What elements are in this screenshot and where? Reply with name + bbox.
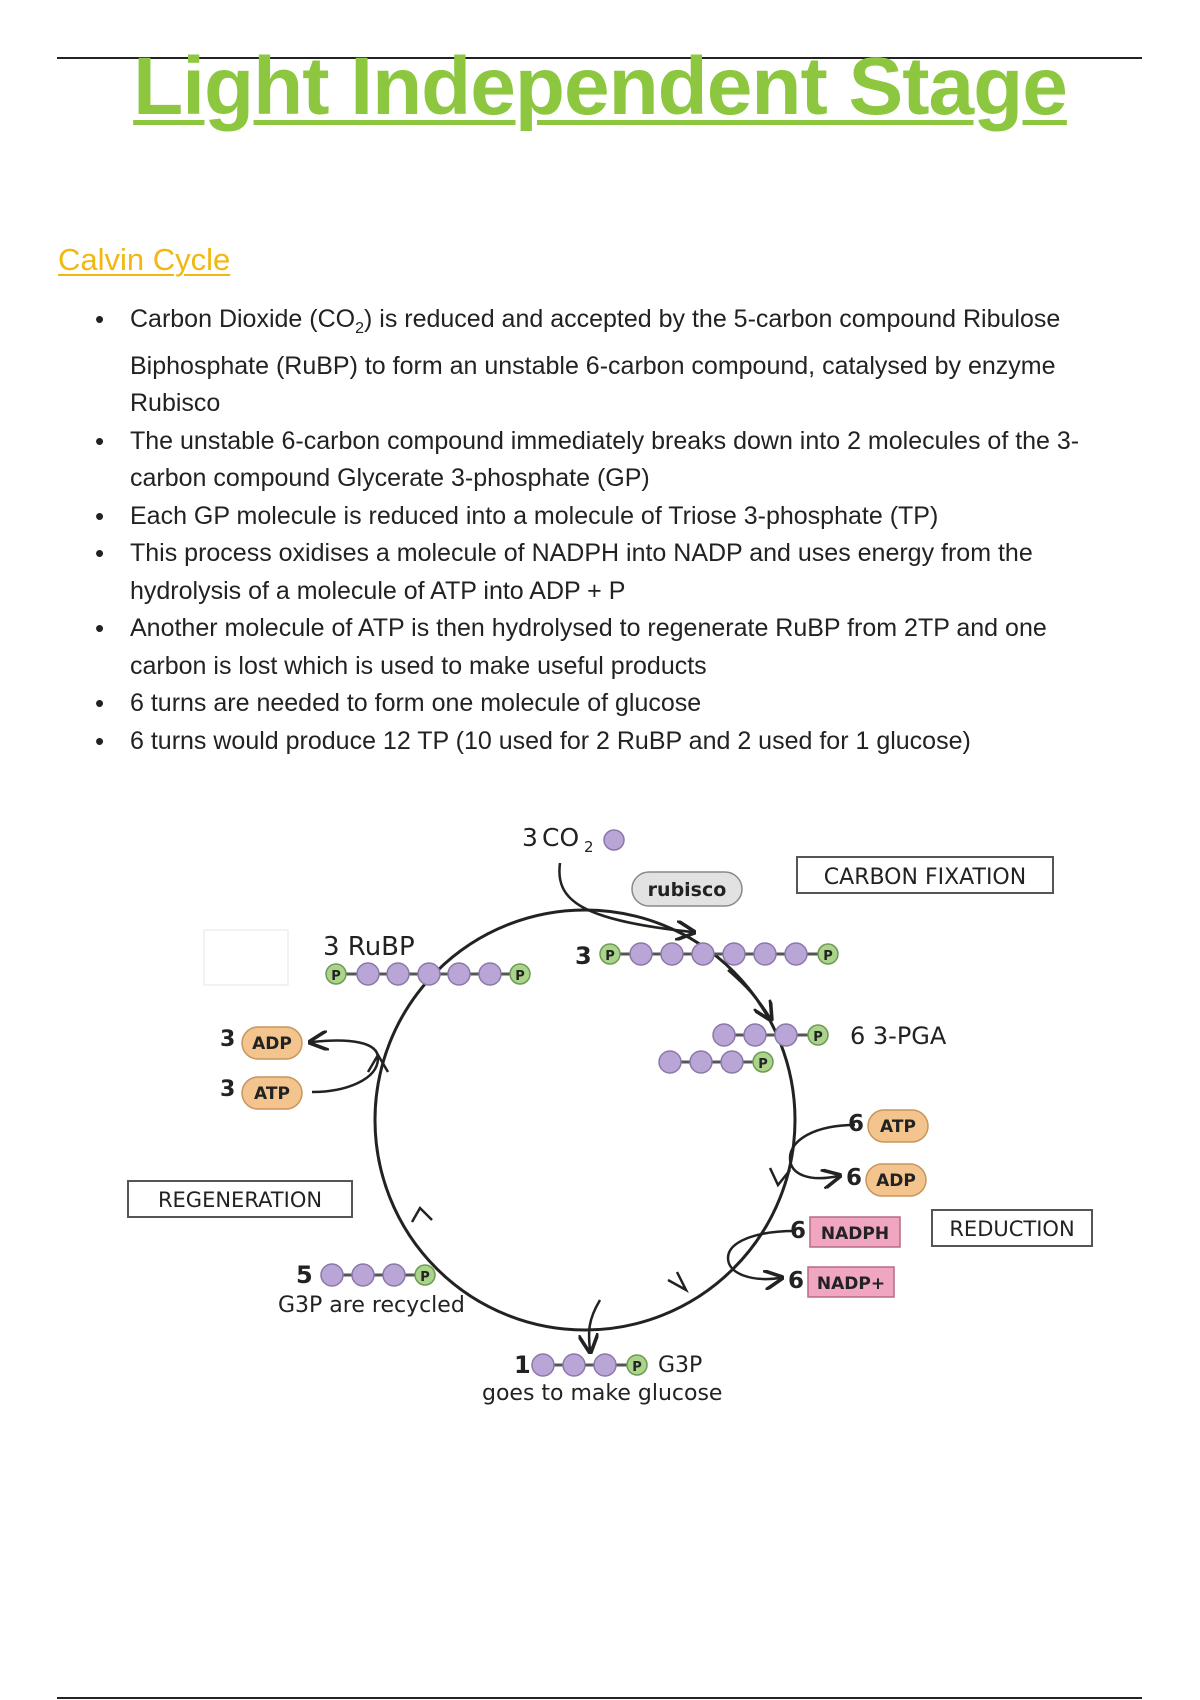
bullet-list: Carbon Dioxide (CO2) is reduced and acce… — [95, 301, 1130, 760]
output-g3p-chain — [532, 1354, 647, 1376]
co2-subscript: 2 — [584, 838, 594, 856]
rubisco-label: rubisco — [648, 879, 727, 901]
bullet-item: Carbon Dioxide (CO2) is reduced and acce… — [95, 301, 1130, 423]
output-label: G3P — [658, 1353, 702, 1378]
regeneration-label: REGENERATION — [158, 1188, 322, 1212]
phosphate-label: P — [605, 949, 615, 964]
bullet-item: This process oxidises a molecule of NADP… — [95, 535, 1130, 610]
atp-to-adp-regen-arrow — [312, 1041, 378, 1092]
regen-atp-label: ATP — [254, 1084, 290, 1104]
phosphate-label: P — [813, 1030, 823, 1045]
rubp-label: 3 RuBP — [323, 932, 415, 962]
cycle-arrowhead — [668, 1272, 686, 1290]
bullet-item: 6 turns are needed to form one molecule … — [95, 685, 1130, 723]
nadph-count: 6 — [790, 1218, 806, 1244]
six-carbon-chain — [600, 943, 838, 965]
phosphate-label: P — [420, 1270, 430, 1285]
co2-carbon — [604, 830, 624, 850]
cycle-arrowhead — [412, 1208, 432, 1222]
adp-label: ADP — [876, 1171, 916, 1191]
section-heading: Calvin Cycle — [58, 242, 230, 278]
nadph-label: NADPH — [821, 1224, 889, 1244]
phosphate-label: P — [331, 969, 341, 984]
pga-chain-top — [713, 1024, 828, 1046]
bullet-item: Each GP molecule is reduced into a molec… — [95, 498, 1130, 536]
bullet-item: 6 turns would produce 12 TP (10 used for… — [95, 723, 1130, 761]
pga-label: 6 3-PGA — [850, 1022, 947, 1050]
nadp-count: 6 — [788, 1268, 804, 1294]
bullet-item: The unstable 6-carbon compound immediate… — [95, 423, 1130, 498]
regen-atp-count: 3 — [220, 1077, 235, 1102]
output-count: 1 — [514, 1351, 531, 1379]
regen-adp-count: 3 — [220, 1027, 235, 1052]
empty-box — [204, 930, 288, 985]
six-carbon-count: 3 — [575, 942, 592, 970]
recycled-text: G3P are recycled — [278, 1293, 465, 1318]
co2-count: 3 — [522, 823, 538, 852]
atp-label: ATP — [880, 1117, 916, 1137]
phosphate-label: P — [515, 969, 525, 984]
recycled-count: 5 — [296, 1261, 313, 1289]
calvin-cycle-diagram: 3 CO 2 rubisco CARBON FIXATION 3 P P 3 R… — [0, 780, 1200, 1430]
output-arrow — [589, 1300, 600, 1350]
co2-formula: CO — [542, 823, 579, 852]
phosphate-label: P — [632, 1360, 642, 1375]
bottom-rule — [57, 1697, 1142, 1699]
pga-chain-bottom — [659, 1051, 773, 1073]
regen-adp-label: ADP — [252, 1034, 292, 1054]
rubp-chain — [326, 963, 530, 985]
nadph-to-nadp-arrow — [728, 1231, 795, 1279]
adp-count: 6 — [846, 1165, 862, 1191]
phosphate-label: P — [823, 949, 833, 964]
bullet-item: Another molecule of ATP is then hydrolys… — [95, 610, 1130, 685]
output-text: goes to make glucose — [482, 1381, 722, 1406]
carbon-fixation-label: CARBON FIXATION — [824, 865, 1026, 890]
atp-count: 6 — [848, 1111, 864, 1137]
recycled-g3p-chain — [321, 1264, 435, 1286]
phosphate-label: P — [758, 1057, 768, 1072]
nadp-label: NADP+ — [817, 1274, 885, 1294]
reduction-label: REDUCTION — [949, 1217, 1074, 1241]
page-title: Light Independent Stage — [0, 40, 1200, 134]
